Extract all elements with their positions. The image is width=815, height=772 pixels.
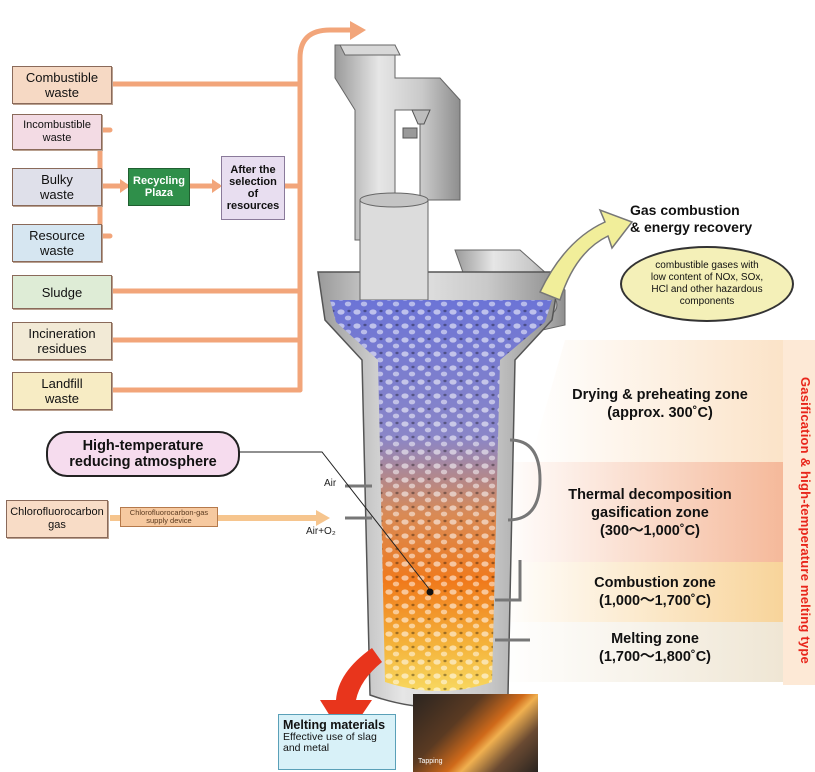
inner-shaft-pipe: [360, 200, 428, 300]
gas-recovery-note: combustible gases with low content of NO…: [620, 246, 794, 322]
source-landfill-waste: Landfill waste: [12, 372, 112, 410]
source-combustible-waste: Combustible waste: [12, 66, 112, 104]
reducing-atmosphere-label: High-temperature reducing atmosphere: [69, 438, 216, 470]
melting-materials-text: Effective use of slag and metal: [283, 732, 391, 754]
reducing-atmosphere-callout: High-temperature reducing atmosphere: [46, 431, 240, 477]
recycling-plaza-label: Recycling Plaza: [133, 175, 185, 199]
source-incombustible-waste: Incombustible waste: [12, 114, 102, 150]
source-incineration-label: Incineration residues: [28, 326, 95, 356]
vertical-process-title: Gasification & high-temperature melting …: [783, 350, 813, 690]
source-bulky-label: Bulky waste: [40, 172, 74, 202]
source-cfc-gas: Chlorofluorocarbon gas: [6, 500, 108, 538]
drying-zone-label: Drying & preheating zone (approx. 300˚C): [545, 386, 775, 422]
after-selection-box: After the selection of resources: [221, 156, 285, 220]
melting-materials-title: Melting materials: [283, 718, 391, 732]
after-selection-label: After the selection of resources: [227, 164, 280, 212]
source-sludge-label: Sludge: [42, 285, 82, 300]
air-label: Air: [324, 478, 336, 489]
source-combustible-label: Combustible waste: [26, 70, 98, 100]
source-resource-waste: Resource waste: [12, 224, 102, 262]
cfc-supply-device: Chlorofluorocarbon-gas supply device: [120, 507, 218, 527]
feed-arrowhead: [350, 21, 366, 40]
source-cfc-label: Chlorofluorocarbon gas: [10, 506, 104, 532]
source-sludge: Sludge: [12, 275, 112, 309]
source-resource-label: Resource waste: [29, 228, 85, 258]
combustion-zone-label: Combustion zone (1,000～1,700˚C): [540, 574, 770, 610]
source-incombustible-label: Incombustible waste: [23, 119, 91, 145]
gas-recovery-note-text: combustible gases with low content of NO…: [651, 260, 763, 308]
source-incineration-residues: Incineration residues: [12, 322, 112, 360]
recycling-plaza: Recycling Plaza: [128, 168, 190, 206]
air-o2-label: Air+O₂: [306, 526, 336, 537]
thermal-zone-label: Thermal decomposition gasification zone …: [520, 486, 780, 540]
gas-recovery-arrow: [540, 210, 632, 300]
callout-leader-dot: [427, 589, 434, 596]
cfc-arrowhead: [316, 510, 330, 526]
melting-materials-box: Melting materials Effective use of slag …: [278, 714, 396, 770]
source-landfill-label: Landfill waste: [41, 376, 82, 406]
source-bulky-waste: Bulky waste: [12, 168, 102, 206]
melting-zone-label: Melting zone (1,700～1,800˚C): [540, 630, 770, 666]
shaft-pipe-rim: [360, 193, 428, 207]
gas-recovery-title: Gas combustion & energy recovery: [630, 202, 752, 236]
cfc-supply-device-label: Chlorofluorocarbon-gas supply device: [130, 509, 208, 525]
tapping-caption: Tapping: [418, 758, 443, 765]
